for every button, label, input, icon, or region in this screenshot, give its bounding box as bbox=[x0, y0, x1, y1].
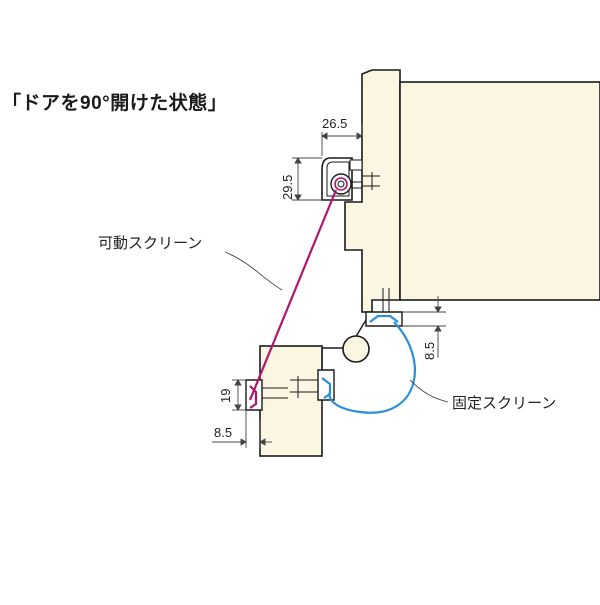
door-leaf bbox=[259, 345, 323, 457]
fixed-screen-label: 固定スクリーン bbox=[452, 395, 556, 412]
screws-top bbox=[362, 172, 380, 190]
movable-screen-catch bbox=[245, 379, 263, 411]
dimension-width-left bbox=[212, 410, 272, 448]
wall-frame bbox=[344, 69, 401, 313]
dimension-width-top-label: 26.5 bbox=[322, 116, 347, 131]
dimension-height-right bbox=[402, 296, 446, 358]
screws-door bbox=[262, 376, 318, 399]
movable-screen-line bbox=[248, 189, 338, 401]
door-panel bbox=[399, 81, 600, 301]
movable-screen-label: 可動スクリーン bbox=[98, 235, 202, 252]
dimension-width-left-label: 8.5 bbox=[214, 425, 232, 440]
hinge bbox=[321, 319, 370, 372]
fixed-screen-catch bbox=[317, 369, 335, 401]
dimension-height-left-label: 19 bbox=[218, 389, 233, 403]
fixed-screen-leader bbox=[409, 379, 449, 403]
movable-screen-case bbox=[321, 157, 363, 201]
dimension-height-top-label: 29.5 bbox=[280, 175, 295, 200]
dimension-width-top bbox=[321, 124, 363, 156]
dimension-height-left bbox=[232, 379, 246, 411]
fixed-screen-curve bbox=[328, 321, 416, 414]
diagram-title: 「ドアを90°開けた状態」 bbox=[2, 93, 228, 114]
dimension-height-top bbox=[292, 157, 322, 201]
dimension-height-right-label: 8.5 bbox=[422, 342, 437, 360]
movable-screen-leader bbox=[224, 251, 283, 291]
